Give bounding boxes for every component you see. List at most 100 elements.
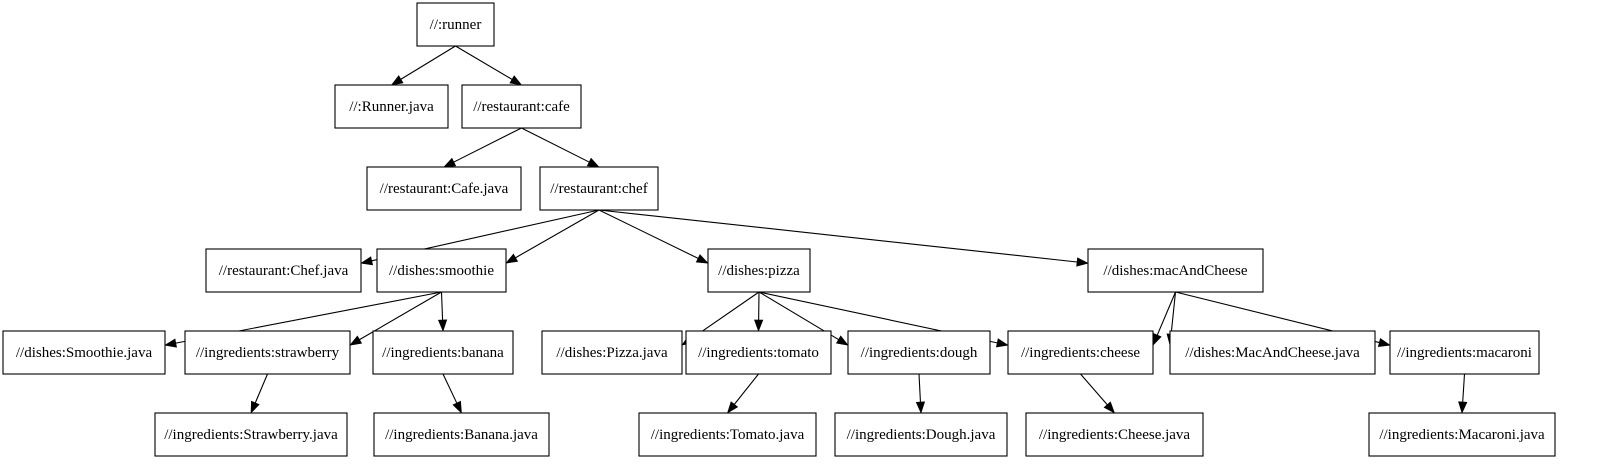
edge-arrowhead-icon [1076,257,1089,267]
edge-arrowhead-icon [164,338,177,348]
edge-arrowhead-icon [835,335,849,346]
node-label-dishes_mac: //dishes:macAndCheese [1103,263,1247,279]
edge-arrowhead-icon [452,400,462,414]
edge-arrowhead-icon [1377,337,1391,347]
node-box-banana_java[interactable] [373,412,550,457]
edge-restaurant_chef-to-dishes_pizza [598,209,709,264]
graph-node-banana_java[interactable]: //ingredients:Banana.java [373,412,550,457]
node-label-smoothie_java: //dishes:Smoothie.java [16,345,153,361]
graph-node-ing_tomato[interactable]: //ingredients:tomato [685,330,832,375]
graph-node-cheese_java[interactable]: //ingredients:Cheese.java [1025,412,1204,457]
graph-node-tomato_java[interactable]: //ingredients:Tomato.java [638,412,817,457]
node-box-ing_macaroni[interactable] [1389,330,1540,375]
node-box-pizza_java[interactable] [541,330,683,375]
edge-arrowhead-icon [726,401,739,414]
node-box-macaroni_java[interactable] [1368,412,1556,457]
node-box-runner_java[interactable] [334,84,449,129]
graph-node-mac_java[interactable]: //dishes:MacAndCheese.java [1169,330,1376,375]
graph-node-restaurant_cafe[interactable]: //restaurant:cafe [461,84,582,129]
node-label-pizza_java: //dishes:Pizza.java [556,345,668,361]
node-box-dishes_smoothie[interactable] [376,248,507,293]
edge-ing_macaroni-to-macaroni_java [1458,373,1468,414]
edge-restaurant_chef-to-dishes_mac [598,209,1089,267]
node-label-dishes_smoothie: //dishes:smoothie [389,263,494,279]
graph-node-ing_dough[interactable]: //ingredients:dough [847,330,991,375]
node-label-restaurant_cafe: //restaurant:cafe [473,99,570,115]
edge-arrowhead-icon [349,335,363,346]
edge-arrowhead-icon [586,157,600,168]
graph-node-ing_macaroni[interactable]: //ingredients:macaroni [1389,330,1540,375]
edge-ing_strawberry-to-strawberry_java [250,373,269,414]
edge-dishes_mac-to-ing_cheese [1152,291,1177,346]
edge-ing_cheese-to-cheese_java [1080,373,1116,414]
node-label-cafe_java: //restaurant:Cafe.java [380,181,509,197]
edge-ing_banana-to-banana_java [442,373,462,414]
node-label-dishes_pizza: //dishes:pizza [718,263,800,279]
graph-node-runner[interactable]: //:runner [416,2,495,47]
node-box-strawberry_java[interactable] [154,412,348,457]
graph-node-strawberry_java[interactable]: //ingredients:Strawberry.java [154,412,348,457]
graph-node-dough_java[interactable]: //ingredients:Dough.java [834,412,1008,457]
node-box-dough_java[interactable] [834,412,1008,457]
graph-node-runner_java[interactable]: //:Runner.java [334,84,449,129]
graph-node-ing_cheese[interactable]: //ingredients:cheese [1007,330,1154,375]
node-box-restaurant_chef[interactable] [539,166,659,211]
edge-restaurant_cafe-to-restaurant_chef [521,127,600,168]
node-box-restaurant_cafe[interactable] [461,84,582,129]
edge-arrowhead-icon [505,253,519,264]
node-box-chef_java[interactable] [205,248,362,293]
edge-arrowhead-icon [443,157,457,168]
node-box-cheese_java[interactable] [1025,412,1204,457]
node-label-ing_macaroni: //ingredients:macaroni [1397,345,1532,361]
graph-node-ing_banana[interactable]: //ingredients:banana [372,330,514,375]
graph-node-ing_strawberry[interactable]: //ingredients:strawberry [184,330,351,375]
edge-arrowhead-icon [995,338,1009,348]
node-label-runner: //:runner [430,17,482,33]
node-label-ing_banana: //ingredients:banana [382,345,504,361]
node-label-chef_java: //restaurant:Chef.java [219,263,349,279]
node-box-runner[interactable] [416,2,495,47]
node-label-runner_java: //:Runner.java [349,99,434,115]
graph-node-cafe_java[interactable]: //restaurant:Cafe.java [366,166,522,211]
node-label-ing_cheese: //ingredients:cheese [1021,345,1140,361]
node-box-dishes_mac[interactable] [1087,248,1264,293]
edge-ing_tomato-to-tomato_java [726,373,759,414]
edge-arrowhead-icon [390,75,404,86]
edge-arrowhead-icon [509,75,523,86]
edge-dishes_pizza-to-ing_tomato [754,291,764,332]
edge-arrowhead-icon [915,401,926,414]
graph-node-chef_java[interactable]: //restaurant:Chef.java [205,248,362,293]
edge-arrowhead-icon [250,400,260,414]
graph-node-dishes_pizza[interactable]: //dishes:pizza [707,248,811,293]
node-label-restaurant_chef: //restaurant:chef [550,181,647,197]
node-label-tomato_java: //ingredients:Tomato.java [651,427,805,443]
node-label-ing_strawberry: //ingredients:strawberry [196,345,340,361]
edge-arrowhead-icon [1458,401,1468,414]
node-label-mac_java: //dishes:MacAndCheese.java [1185,345,1360,361]
edge-ing_dough-to-dough_java [915,373,926,414]
node-box-tomato_java[interactable] [638,412,817,457]
node-label-dough_java: //ingredients:Dough.java [847,427,996,443]
node-box-dishes_pizza[interactable] [707,248,811,293]
graph-node-pizza_java[interactable]: //dishes:Pizza.java [541,330,683,375]
node-box-ing_tomato[interactable] [685,330,832,375]
node-box-ing_cheese[interactable] [1007,330,1154,375]
node-label-strawberry_java: //ingredients:Strawberry.java [164,427,338,443]
graph-node-dishes_smoothie[interactable]: //dishes:smoothie [376,248,507,293]
node-label-macaroni_java: //ingredients:Macaroni.java [1379,427,1545,443]
edge-restaurant_cafe-to-cafe_java [443,127,522,168]
node-box-ing_banana[interactable] [372,330,514,375]
node-box-ing_strawberry[interactable] [184,330,351,375]
node-box-mac_java[interactable] [1169,330,1376,375]
edge-runner-to-runner_java [390,45,456,86]
graph-node-smoothie_java[interactable]: //dishes:Smoothie.java [2,330,166,375]
graph-node-restaurant_chef[interactable]: //restaurant:chef [539,166,659,211]
graph-node-dishes_mac[interactable]: //dishes:macAndCheese [1087,248,1264,293]
graph-node-macaroni_java[interactable]: //ingredients:Macaroni.java [1368,412,1556,457]
edge-arrowhead-icon [1103,401,1116,414]
node-box-ing_dough[interactable] [847,330,991,375]
node-box-smoothie_java[interactable] [2,330,166,375]
node-box-cafe_java[interactable] [366,166,522,211]
